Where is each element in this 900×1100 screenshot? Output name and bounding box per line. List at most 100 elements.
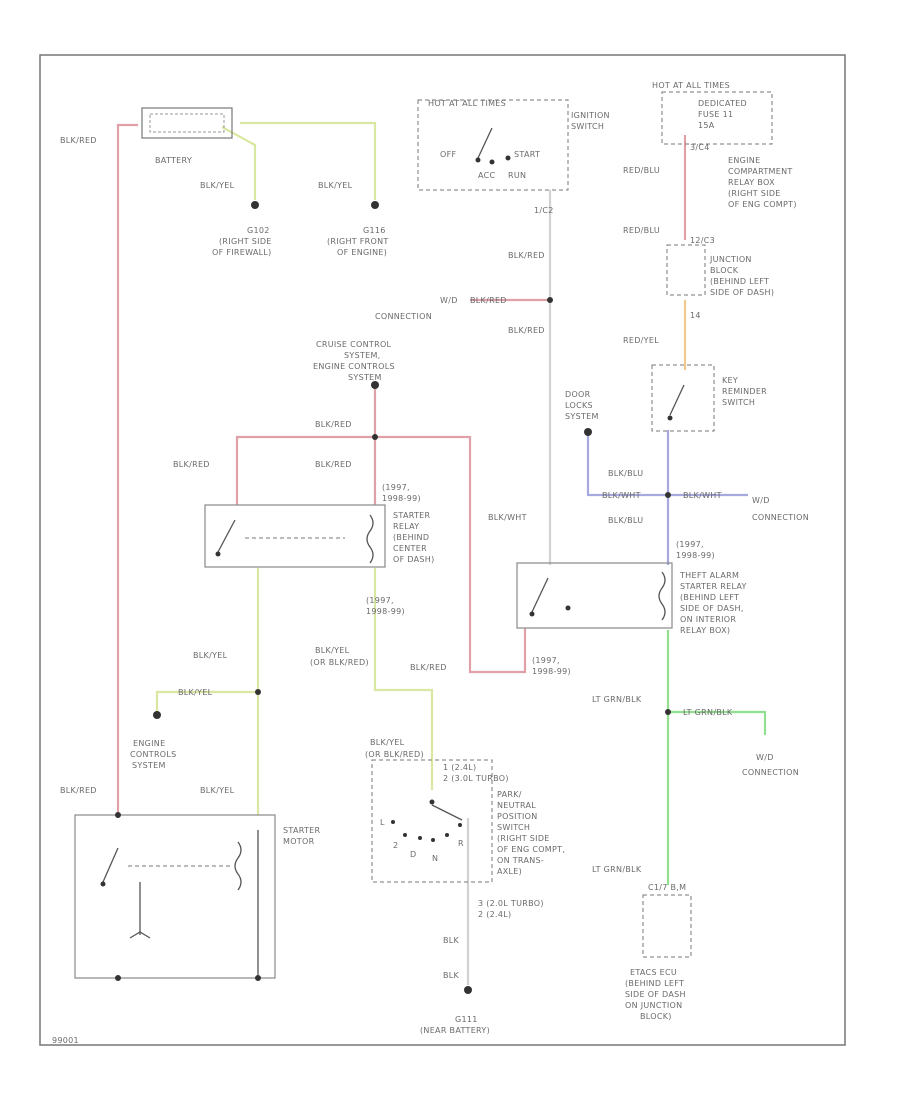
wire-battery-ground-g116	[240, 121, 377, 200]
pn-terms2-2: 2 (2.4L)	[478, 910, 511, 919]
relay-box-label-4: (RIGHT SIDE	[728, 189, 781, 198]
pn-terms-1: 1 (2.4L)	[443, 763, 476, 772]
relay-box-label-1: ENGINE	[728, 156, 760, 165]
g111-2: (NEAR BATTERY)	[420, 1026, 490, 1035]
door-locks-2: LOCKS	[565, 401, 593, 410]
wire-label-blk-red-4: BLK/RED	[508, 326, 545, 335]
wire-label-blk-blu-1: BLK/BLU	[608, 469, 643, 478]
wire-label-blk-red-1: BLK/RED	[60, 136, 97, 145]
key-rem-label-1: KEY	[722, 376, 738, 385]
wire-label-blk-red-2: BLK/RED	[508, 251, 545, 260]
conn1-b: CONNECTION	[375, 312, 432, 321]
key-rem-label-3: SWITCH	[722, 398, 755, 407]
sr-term-2: 1998-99)	[382, 494, 421, 503]
etacs-1: ETACS ECU	[630, 968, 677, 977]
sr-label-1: STARTER	[393, 511, 431, 520]
wire-label-blk-red-3: BLK/RED	[470, 296, 507, 305]
battery-symbol	[141, 107, 233, 139]
pn-label-6: OF ENG COMPT,	[497, 845, 565, 854]
g111-1: G111	[455, 1015, 478, 1024]
pn-pos-r: R	[458, 839, 464, 848]
relay-box-label-2: COMPARTMENT	[728, 167, 793, 176]
theft-term2-1: (1997,	[532, 656, 560, 665]
sr-label-4: CENTER	[393, 544, 427, 553]
g116-1: G116	[363, 226, 386, 235]
cruise-2: SYSTEM,	[344, 351, 381, 360]
wire-label-blk-yel-3: BLK/YEL	[193, 651, 228, 660]
ignition-label-2: SWITCH	[571, 122, 604, 131]
wire-battery-ground-g102	[221, 126, 257, 200]
wire-label-blk-yel-2: BLK/YEL	[318, 181, 353, 190]
park-neutral-symbol	[391, 799, 463, 842]
door-locks-1: DOOR	[565, 390, 591, 399]
etacs-4: ON JUNCTION	[625, 1001, 682, 1010]
pn-label-8: AXLE)	[497, 867, 522, 876]
sr-label-2: RELAY	[393, 522, 420, 531]
etacs-ecu-box	[642, 894, 692, 958]
wire-label-blk-yel-7: BLK/YEL	[200, 786, 235, 795]
theft-relay-contact	[529, 571, 666, 621]
ign-start: START	[514, 150, 540, 159]
wire-label-red-blu-2: RED/BLU	[623, 226, 660, 235]
starter-motor-internals	[100, 830, 259, 975]
wire-battery-positive	[116, 123, 138, 815]
ground-g116-dot	[371, 201, 379, 209]
sr-label-5: OF DASH)	[393, 555, 435, 564]
wire-label-lt-grn-blk-1: LT GRN/BLK	[592, 695, 642, 704]
wire-label-red-yel: RED/YEL	[623, 336, 659, 345]
starter-relay-box	[204, 504, 386, 568]
wire-engine-controls	[155, 690, 258, 712]
ign-run: RUN	[508, 171, 526, 180]
wire-label-lt-grn-blk-3: LT GRN/BLK	[592, 865, 642, 874]
wire-label-blk-blu-2: BLK/BLU	[608, 516, 643, 525]
wire-label-or-blk-red-1: (OR BLK/RED)	[310, 658, 369, 667]
ign-off: OFF	[440, 150, 456, 159]
wire-label-blk-2: BLK	[443, 971, 460, 980]
cruise-4: SYSTEM	[348, 373, 382, 382]
starter-motor-box	[74, 814, 276, 979]
starter-relay-contact	[215, 514, 374, 564]
key-reminder-symbol	[667, 384, 685, 421]
key-rem-label-2: REMINDER	[722, 387, 767, 396]
wire-label-blk-wht-1: BLK/WHT	[602, 491, 641, 500]
pn-pos-n: N	[432, 854, 438, 863]
theft-term2-2: 1998-99)	[532, 667, 571, 676]
fuse-header: HOT AT ALL TIMES	[652, 81, 730, 90]
conn2-a: W/D	[752, 496, 770, 505]
jb-term2: 14	[690, 311, 701, 320]
ground-g102-dot	[251, 201, 259, 209]
key-reminder-box	[651, 364, 715, 432]
theft-term-2: 1998-99)	[676, 551, 715, 560]
pn-label-3: POSITION	[497, 812, 538, 821]
ignition-label-1: IGNITION	[571, 111, 610, 120]
wire-label-red-blu-1: RED/BLU	[623, 166, 660, 175]
fuse-label-1: DEDICATED	[698, 99, 747, 108]
eng-ctrl-1: ENGINE	[133, 739, 165, 748]
etacs-3: SIDE OF DASH	[625, 990, 686, 999]
fuse-label-2: FUSE 11	[698, 110, 733, 119]
eng-ctrl-2: CONTROLS	[130, 750, 177, 759]
fuse-term: 3/C4	[690, 143, 710, 152]
theft-label-2: STARTER RELAY	[680, 582, 747, 591]
jb-term: 12/C3	[690, 236, 715, 245]
pn-pos-l: L	[380, 818, 385, 827]
wire-label-blk-yel-5: BLK/YEL	[178, 688, 213, 697]
ignition-switch-symbol	[475, 127, 511, 165]
theft-label-5: ON INTERIOR	[680, 615, 736, 624]
park-neutral-switch-box	[371, 759, 493, 883]
pn-label-1: PARK/	[497, 790, 522, 799]
wire-label-blk-red-9: BLK/RED	[60, 786, 97, 795]
theft-label-1: THEFT ALARM	[679, 571, 739, 580]
wire-label-lt-grn-blk-2: LT GRN/BLK	[683, 708, 733, 717]
ignition-header: HOT AT ALL TIMES	[428, 99, 506, 108]
pn-label-5: (RIGHT SIDE	[497, 834, 550, 843]
wire-label-blk-red-6: BLK/RED	[173, 460, 210, 469]
wire-grn-connection	[668, 710, 767, 735]
starter-motor-2: MOTOR	[283, 837, 315, 846]
ign-acc: ACC	[478, 171, 496, 180]
pn-label-2: NEUTRAL	[497, 801, 536, 810]
etacs-2: (BEHIND LEFT	[625, 979, 684, 988]
junction-block-box	[666, 244, 706, 296]
g116-3: OF ENGINE)	[337, 248, 387, 257]
